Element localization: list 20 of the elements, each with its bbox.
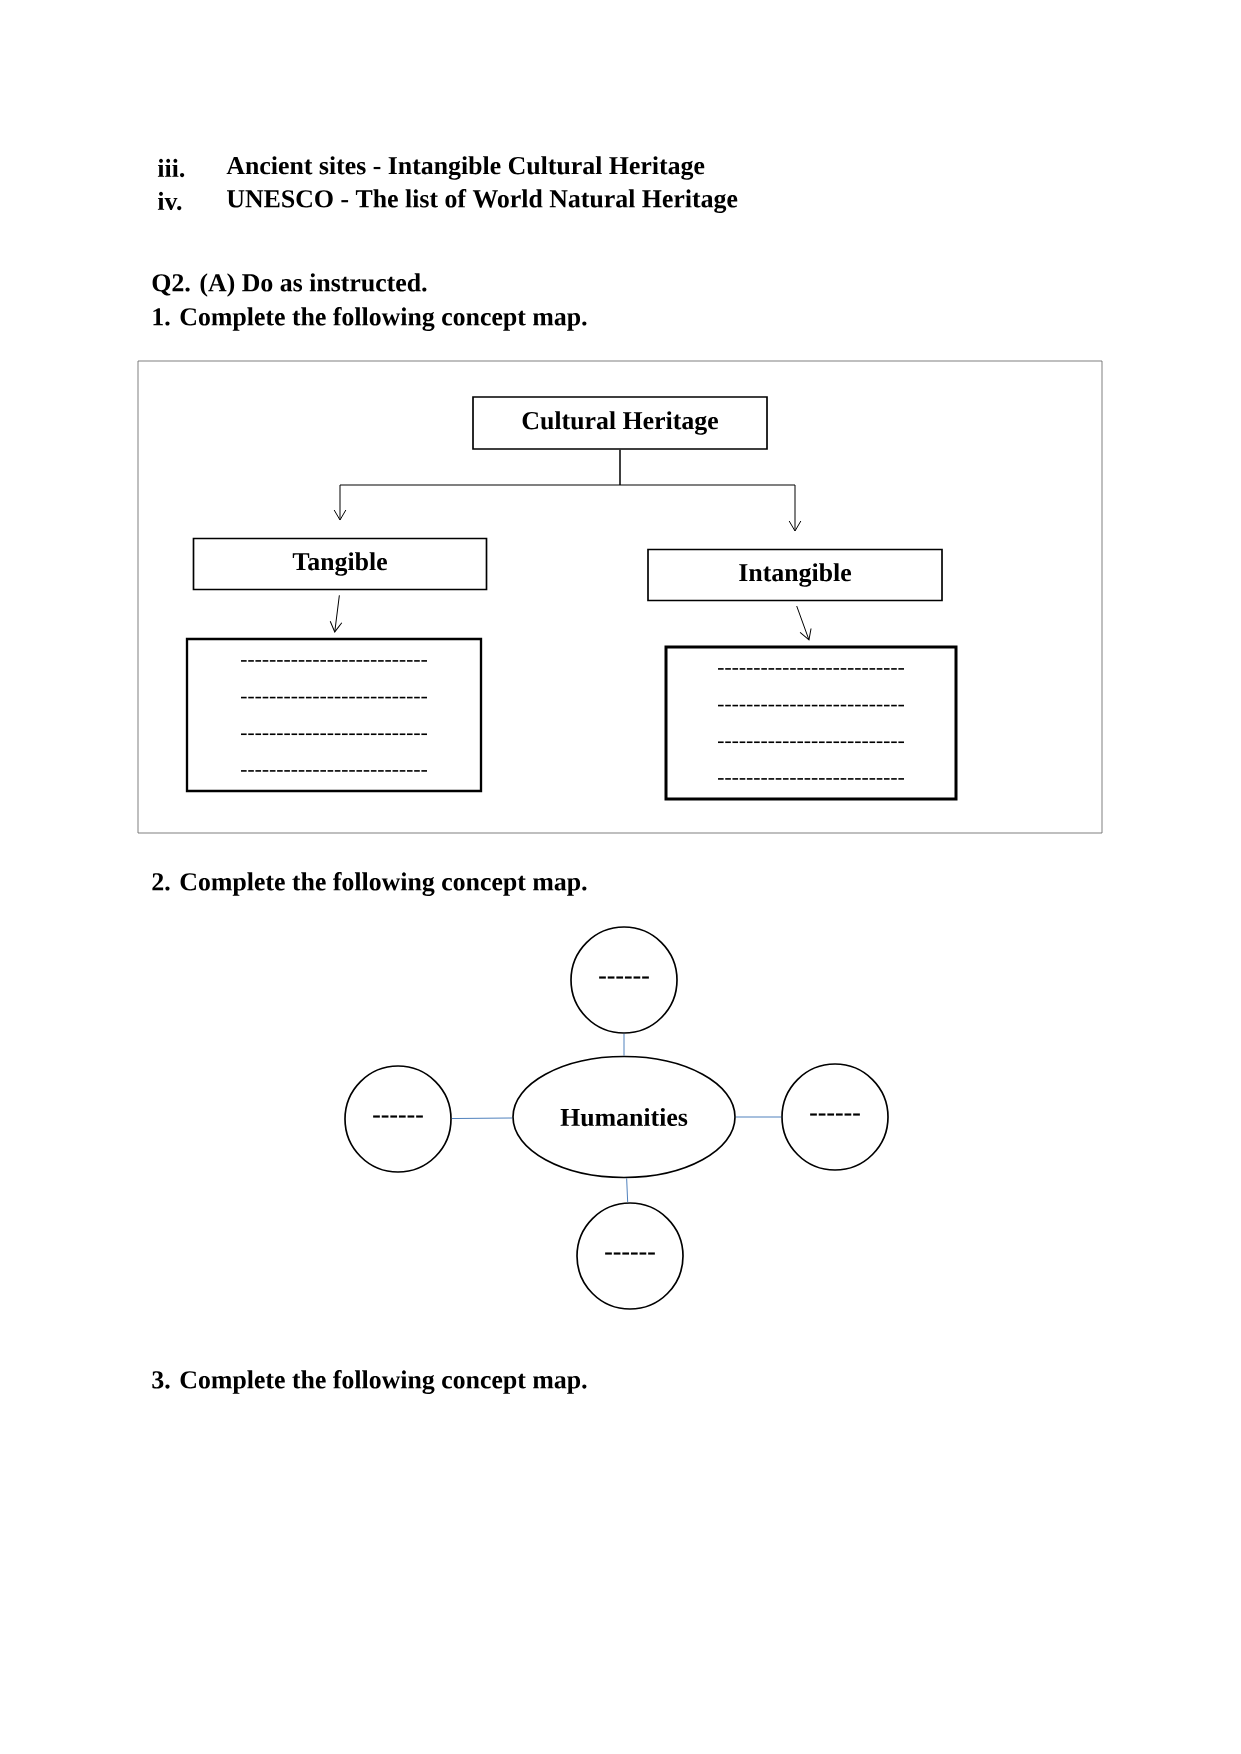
item-number: iii. xyxy=(157,158,185,178)
instruction-text: 3. Complete the following concept map. xyxy=(152,1370,587,1394)
instruction-text: 1. Complete the following concept map. xyxy=(153,307,587,331)
question-text: UNESCO - The list of World Natural Heritage xyxy=(227,189,738,213)
concept-box: Intangible xyxy=(647,548,943,602)
connector-line xyxy=(626,1177,629,1203)
instruction-text: 2. Complete the following concept map. xyxy=(152,872,587,896)
question-text: Ancient sites - Intangible Cultural Heritage xyxy=(226,156,705,180)
concept-box: Tangible xyxy=(192,537,488,591)
item-number: iv. xyxy=(157,191,182,211)
connector-line xyxy=(623,1033,625,1057)
arrow xyxy=(796,605,812,641)
concept-box: Cultural Heritage xyxy=(472,396,768,450)
section-heading: Q2. (A) Do as instructed. xyxy=(152,273,427,297)
answer-box: -------------------------- -------------------------- -------------------------- -------------------------- xyxy=(664,645,958,801)
arrow xyxy=(619,449,802,532)
connector-line xyxy=(451,1117,513,1120)
arrow xyxy=(329,594,343,633)
answer-box: -------------------------- -------------------------- -------------------------- -------------------------- xyxy=(185,637,483,793)
connector-line xyxy=(735,1116,782,1118)
